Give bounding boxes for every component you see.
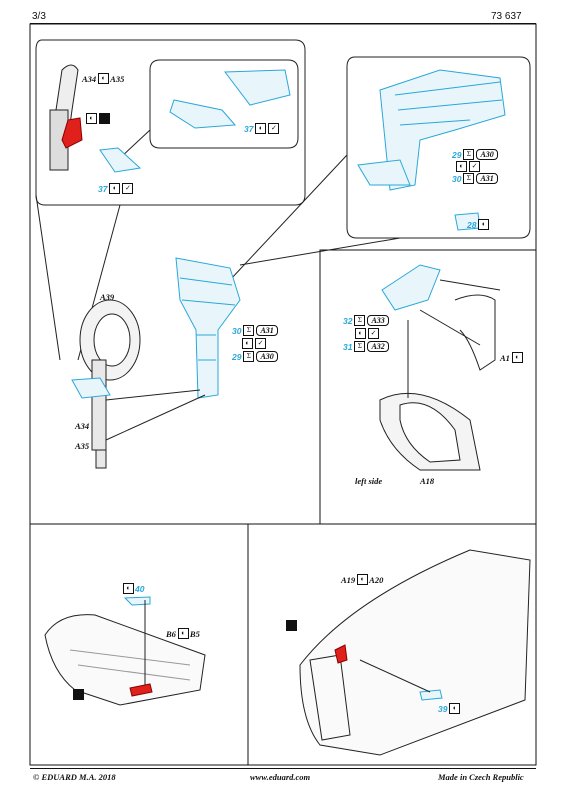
part-32-number: 32 (343, 315, 353, 326)
ref-a30: A30 (476, 149, 498, 160)
gear-door-top (357, 69, 506, 231)
part-31-number: 31 (343, 341, 353, 352)
etch-37b (99, 147, 142, 173)
mix-icon: ◐ (98, 73, 110, 84)
wing-drawing (44, 596, 206, 706)
glue-icon (99, 113, 110, 124)
label-a20: A20 (369, 574, 384, 585)
sigma-icon: Σ (354, 315, 366, 326)
mix-icon: ◐ (355, 328, 366, 339)
fuselage-drawing (299, 549, 531, 756)
label-a39: A39 (100, 292, 115, 302)
part-29-number: 29 (452, 149, 462, 160)
glue-icon (73, 689, 84, 700)
sigma-icon: Σ (243, 325, 255, 336)
part-40-number: 40 (135, 583, 145, 594)
mix-icon: ◐ (177, 628, 189, 639)
mix-icon: ◐ (357, 574, 369, 585)
website-link[interactable]: www.eduard.com (250, 772, 311, 782)
sigma-icon: Σ (463, 149, 475, 160)
mix-icon: ◐ (449, 703, 461, 714)
part-30-number: 30 (452, 173, 462, 184)
origin-note: Made in Czech Republic (438, 772, 524, 782)
part-39-number: 39 (438, 703, 448, 714)
sigma-icon: Σ (354, 341, 366, 352)
label-left-side: left side (355, 476, 383, 486)
part-28-number: 28 (467, 219, 477, 230)
label-a35: A35 (110, 73, 125, 84)
main-wheel-assembly (71, 299, 141, 469)
callout-sub-bubble (149, 59, 299, 149)
sigma-icon: Σ (243, 351, 255, 362)
right-detail-frame (319, 249, 537, 525)
ref-a33: A33 (367, 315, 389, 326)
glue-icon (286, 620, 297, 631)
etch-37a (169, 69, 291, 129)
mix-icon: ◐ (109, 183, 121, 194)
bottom-panel-frame (29, 523, 537, 766)
ref-a31: A31 (256, 325, 278, 336)
callout-bubble-right (346, 56, 531, 239)
check-icon: ✓ (469, 161, 480, 172)
wheel-well-detail (379, 264, 496, 471)
label-a19: A19 (341, 574, 356, 585)
check-icon: ✓ (255, 338, 266, 349)
check-icon: ✓ (368, 328, 379, 339)
mix-icon: ◐ (242, 338, 253, 349)
sigma-icon: Σ (463, 173, 475, 184)
mix-icon: ◐ (86, 113, 97, 124)
check-icon: ✓ (122, 183, 134, 194)
label-b6: B6 (166, 628, 176, 639)
part-29-number: 29 (232, 351, 242, 362)
gear-door-large (175, 257, 241, 399)
label-a18: A18 (420, 476, 435, 486)
callout-bubble-left (35, 39, 306, 206)
label-a35-low: A35 (75, 441, 90, 451)
ref-a32: A32 (367, 341, 389, 352)
page-number: 3/3 (32, 11, 46, 22)
part-30-number: 30 (232, 325, 242, 336)
strut-detail (49, 64, 83, 171)
mix-icon: ◐ (456, 161, 467, 172)
ref-a31: A31 (476, 173, 498, 184)
mix-icon: ◐ (123, 583, 134, 594)
footer-rule (30, 768, 536, 769)
ref-a30: A30 (256, 351, 278, 362)
mix-icon: ◐ (511, 352, 523, 363)
check-icon: ✓ (268, 123, 280, 134)
part-37-number: 37 (244, 123, 254, 134)
label-a1: A1 (500, 352, 510, 363)
kit-code: 73 637 (491, 11, 522, 22)
copyright: © EDUARD M.A. 2018 (33, 772, 116, 782)
mix-icon: ◐ (255, 123, 267, 134)
mix-icon: ◐ (478, 219, 490, 230)
label-a34-low: A34 (75, 421, 90, 431)
label-a34: A34 (82, 73, 97, 84)
part-37-number: 37 (98, 183, 108, 194)
label-b5: B5 (189, 628, 200, 639)
